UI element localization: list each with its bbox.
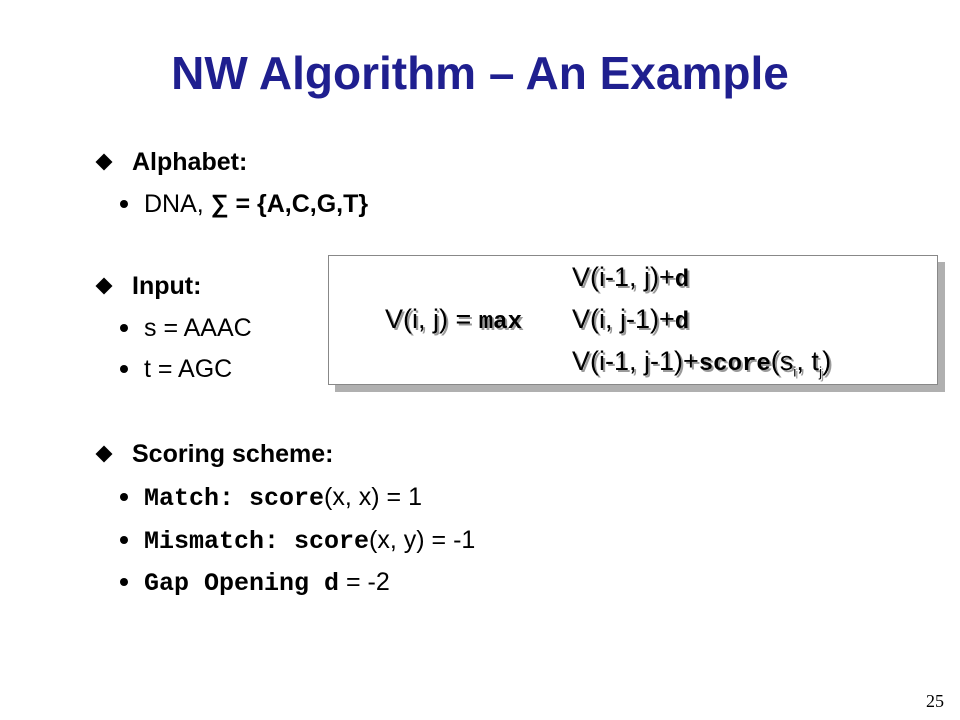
formula-line-3: V(i-1, j-1)+score(si, tj)	[572, 346, 831, 379]
diamond-bullet-icon	[95, 445, 113, 463]
formula-line-2-d: d	[674, 309, 690, 336]
formula-line-2-text: V(i, j-1)+	[572, 304, 675, 334]
match-rest: (x, x) = 1	[324, 483, 422, 511]
formula-sub-j: j	[818, 363, 823, 380]
page-number: 25	[926, 691, 944, 711]
scoring-match: Match: score(x, x) = 1	[120, 483, 422, 513]
dot-bullet-icon	[120, 200, 128, 208]
dot-bullet-icon	[120, 365, 128, 373]
formula-line-1-text: V(i-1, j)+	[572, 262, 675, 292]
scoring-heading-row: Scoring scheme:	[95, 440, 334, 469]
formula-line-3-close: )	[822, 346, 832, 376]
dot-bullet-icon	[120, 324, 128, 332]
formula-box	[328, 255, 938, 385]
formula-line-3-score: score	[698, 351, 771, 378]
scoring-mismatch: Mismatch: score(x, y) = -1	[120, 526, 475, 556]
alphabet-dna: DNA,	[144, 190, 211, 218]
formula-line-1: V(i-1, j)+d	[572, 262, 689, 294]
scoring-gap: Gap Opening d = -2	[120, 568, 390, 598]
mismatch-label: Mismatch: score	[144, 527, 370, 556]
gap-label: Gap Opening d	[144, 569, 340, 598]
formula-line-1-d: d	[674, 267, 690, 294]
alphabet-set: ∑ = {A,C,G,T}	[210, 190, 369, 218]
gap-rest: = -2	[339, 568, 390, 596]
formula-lhs-text: V(i, j) =	[385, 304, 479, 334]
dot-bullet-icon	[120, 578, 128, 586]
formula-line-3-text: V(i-1, j-1)+	[572, 346, 699, 376]
input-t-text: t = AGC	[144, 355, 233, 383]
slide-title: NW Algorithm – An Example	[171, 47, 789, 99]
dot-bullet-icon	[120, 493, 128, 501]
formula-line-3-t: , t	[796, 346, 819, 376]
formula-sub-i: i	[793, 363, 797, 380]
alphabet-item: DNA, ∑ = {A,C,G,T}	[120, 190, 368, 219]
dot-bullet-icon	[120, 536, 128, 544]
scoring-heading: Scoring scheme:	[132, 440, 334, 468]
input-s: s = AAAC	[120, 314, 252, 343]
input-heading-row: Input:	[95, 272, 202, 301]
alphabet-heading: Alphabet:	[132, 148, 248, 176]
input-t: t = AGC	[120, 355, 232, 384]
formula-line-3-s: (s	[770, 346, 794, 376]
diamond-bullet-icon	[95, 277, 113, 295]
mismatch-rest: (x, y) = -1	[369, 526, 476, 554]
formula-max: max	[478, 309, 522, 336]
input-s-text: s = AAAC	[144, 314, 252, 342]
formula-lhs: V(i, j) = max	[385, 304, 522, 336]
diamond-bullet-icon	[95, 153, 113, 171]
formula-line-2: V(i, j-1)+d	[572, 304, 689, 336]
match-label: Match: score	[144, 484, 325, 513]
input-heading: Input:	[132, 272, 202, 300]
alphabet-heading-row: Alphabet:	[95, 148, 248, 177]
